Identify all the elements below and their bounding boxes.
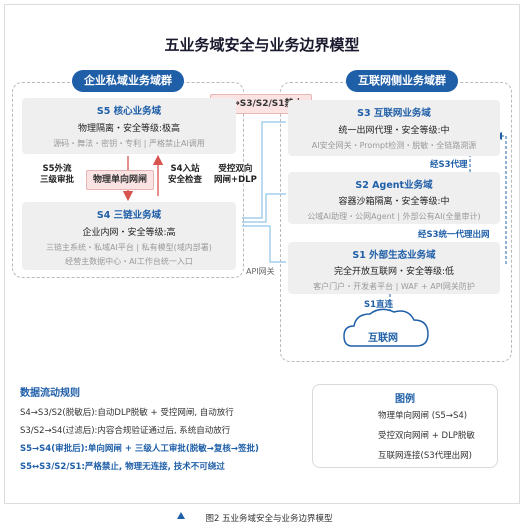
controlled-gap-line2: 网闸+DLP — [214, 175, 257, 185]
private-zone-label: 企业私域业务域群 — [72, 70, 184, 92]
domain-s1: S1 外部生态业务域 完全开放互联网・安全等级:低 客户门户・开发者平台 | W… — [288, 242, 500, 294]
controlled-gap-line1: 受控双向 — [218, 164, 253, 174]
s4-inbound-line1: S4入站 — [170, 164, 200, 174]
s5-outflow-line1: S5外流 — [42, 164, 72, 174]
flow-rule-4: S5↔S3/S2/S1:严格禁止, 物理无连接, 技术不可绕过 — [20, 462, 225, 472]
flow-rule-2: S3/S2→S4(过滤后):内容合规验证通过后, 系统自动放行 — [20, 426, 231, 436]
domain-s4: S4 三链业务域 企业内网・安全等级:高 三链主系统・私域AI平台 | 私有模型… — [22, 202, 236, 270]
s4-to-s3-line — [242, 121, 286, 219]
domain-s5-title: S5 核心业务域 — [96, 106, 162, 117]
figure-caption: 图2 五业务域安全与业务边界模型 — [205, 514, 333, 524]
legend-item-1: 物理单向网闸 (S5→S4) — [378, 411, 468, 421]
internet-cloud-icon — [343, 308, 429, 347]
s4-inbound-label: S4入站 安全检查 — [168, 164, 202, 186]
s4-to-s1-line — [242, 225, 286, 263]
domain-s5-items: 源码・舞法・密钥・专利 | 严格禁止AI调用 — [53, 139, 205, 148]
domain-s1-items: 客户门户・开发者平台 | WAF + API网关防护 — [313, 282, 475, 291]
internet-label: 互联网 — [368, 333, 398, 344]
legend-item-3: 互联网连接(S3代理出网) — [378, 451, 472, 461]
via-s3-proxy-label: 经S3代理 — [430, 160, 468, 170]
flow-rule-3: S5→S4(审批后):单向网闸 + 三级人工审批(脱敏→复核→签批) — [20, 444, 259, 454]
legend-title: 图例 — [395, 394, 415, 405]
domain-s2-items: 公域AI助理・公网Agent | 外部公有AI(全量审计) — [307, 212, 481, 221]
domain-s2: S2 Agent业务域 容器沙箱隔离・安全等级:中 公域AI助理・公网Agent… — [288, 172, 500, 224]
domain-s5: S5 核心业务域 物理隔离・安全等级:极高 源码・舞法・密钥・专利 | 严格禁止… — [22, 98, 236, 154]
domain-s2-desc: 容器沙箱隔离・安全等级:中 — [338, 197, 450, 207]
domain-s3: S3 互联网业务域 统一出网代理・安全等级:中 AI安全网关・Prompt检测・… — [288, 100, 500, 156]
controlled-gap-label: 受控双向 网闸+DLP — [214, 164, 257, 186]
s4-to-s2-line — [242, 193, 286, 223]
s1-direct-label: S1直连 — [364, 300, 394, 310]
domain-s4-title: S4 三链业务域 — [96, 210, 162, 221]
s1-to-s3-dashed — [494, 132, 507, 264]
domain-s3-title: S3 互联网业务域 — [357, 108, 431, 119]
caption-triangle-icon — [177, 512, 185, 519]
via-s3-unified-label: 经S3统一代理出网 — [418, 230, 490, 240]
domain-s3-items: AI安全网关・Prompt检测・脱敏・全链路溯源 — [311, 141, 477, 150]
domain-s1-desc: 完全开放互联网・安全等级:低 — [333, 267, 455, 277]
internet-zone-label: 互联网侧业务域群 — [346, 70, 458, 92]
diagram-title: 五业务域安全与业务边界模型 — [164, 36, 360, 54]
legend-item-2: 受控双向网闸 + DLP脱敏 — [378, 431, 475, 441]
flow-rule-1: S4→S3/S2(脱敏后):自动DLP脱敏 + 受控网闸, 自动放行 — [20, 408, 234, 418]
s5-outflow-line2: 三级审批 — [40, 175, 75, 185]
s5-outflow-label: S5外流 三级审批 — [40, 164, 74, 186]
legend-box — [312, 384, 498, 468]
domain-s4-items1: 三链主系统・私域AI平台 | 私有模型(域内部署) — [46, 243, 212, 252]
api-gateway-label: API网关 — [246, 267, 275, 276]
physical-gap-label: 物理单向网闸 — [86, 170, 154, 190]
domain-s3-desc: 统一出网代理・安全等级:中 — [338, 126, 450, 136]
domain-s1-title: S1 外部生态业务域 — [352, 250, 436, 261]
s4-inbound-line2: 安全检查 — [168, 175, 203, 185]
flow-rules-title: 数据流动规则 — [20, 388, 80, 399]
domain-s2-title: S2 Agent业务域 — [355, 180, 433, 191]
domain-s4-items2: 经营主数据中心・AI工作台统一入口 — [65, 257, 193, 266]
domain-s5-desc: 物理隔离・安全等级:极高 — [77, 124, 181, 134]
domain-s4-desc: 企业内网・安全等级:高 — [82, 228, 176, 238]
